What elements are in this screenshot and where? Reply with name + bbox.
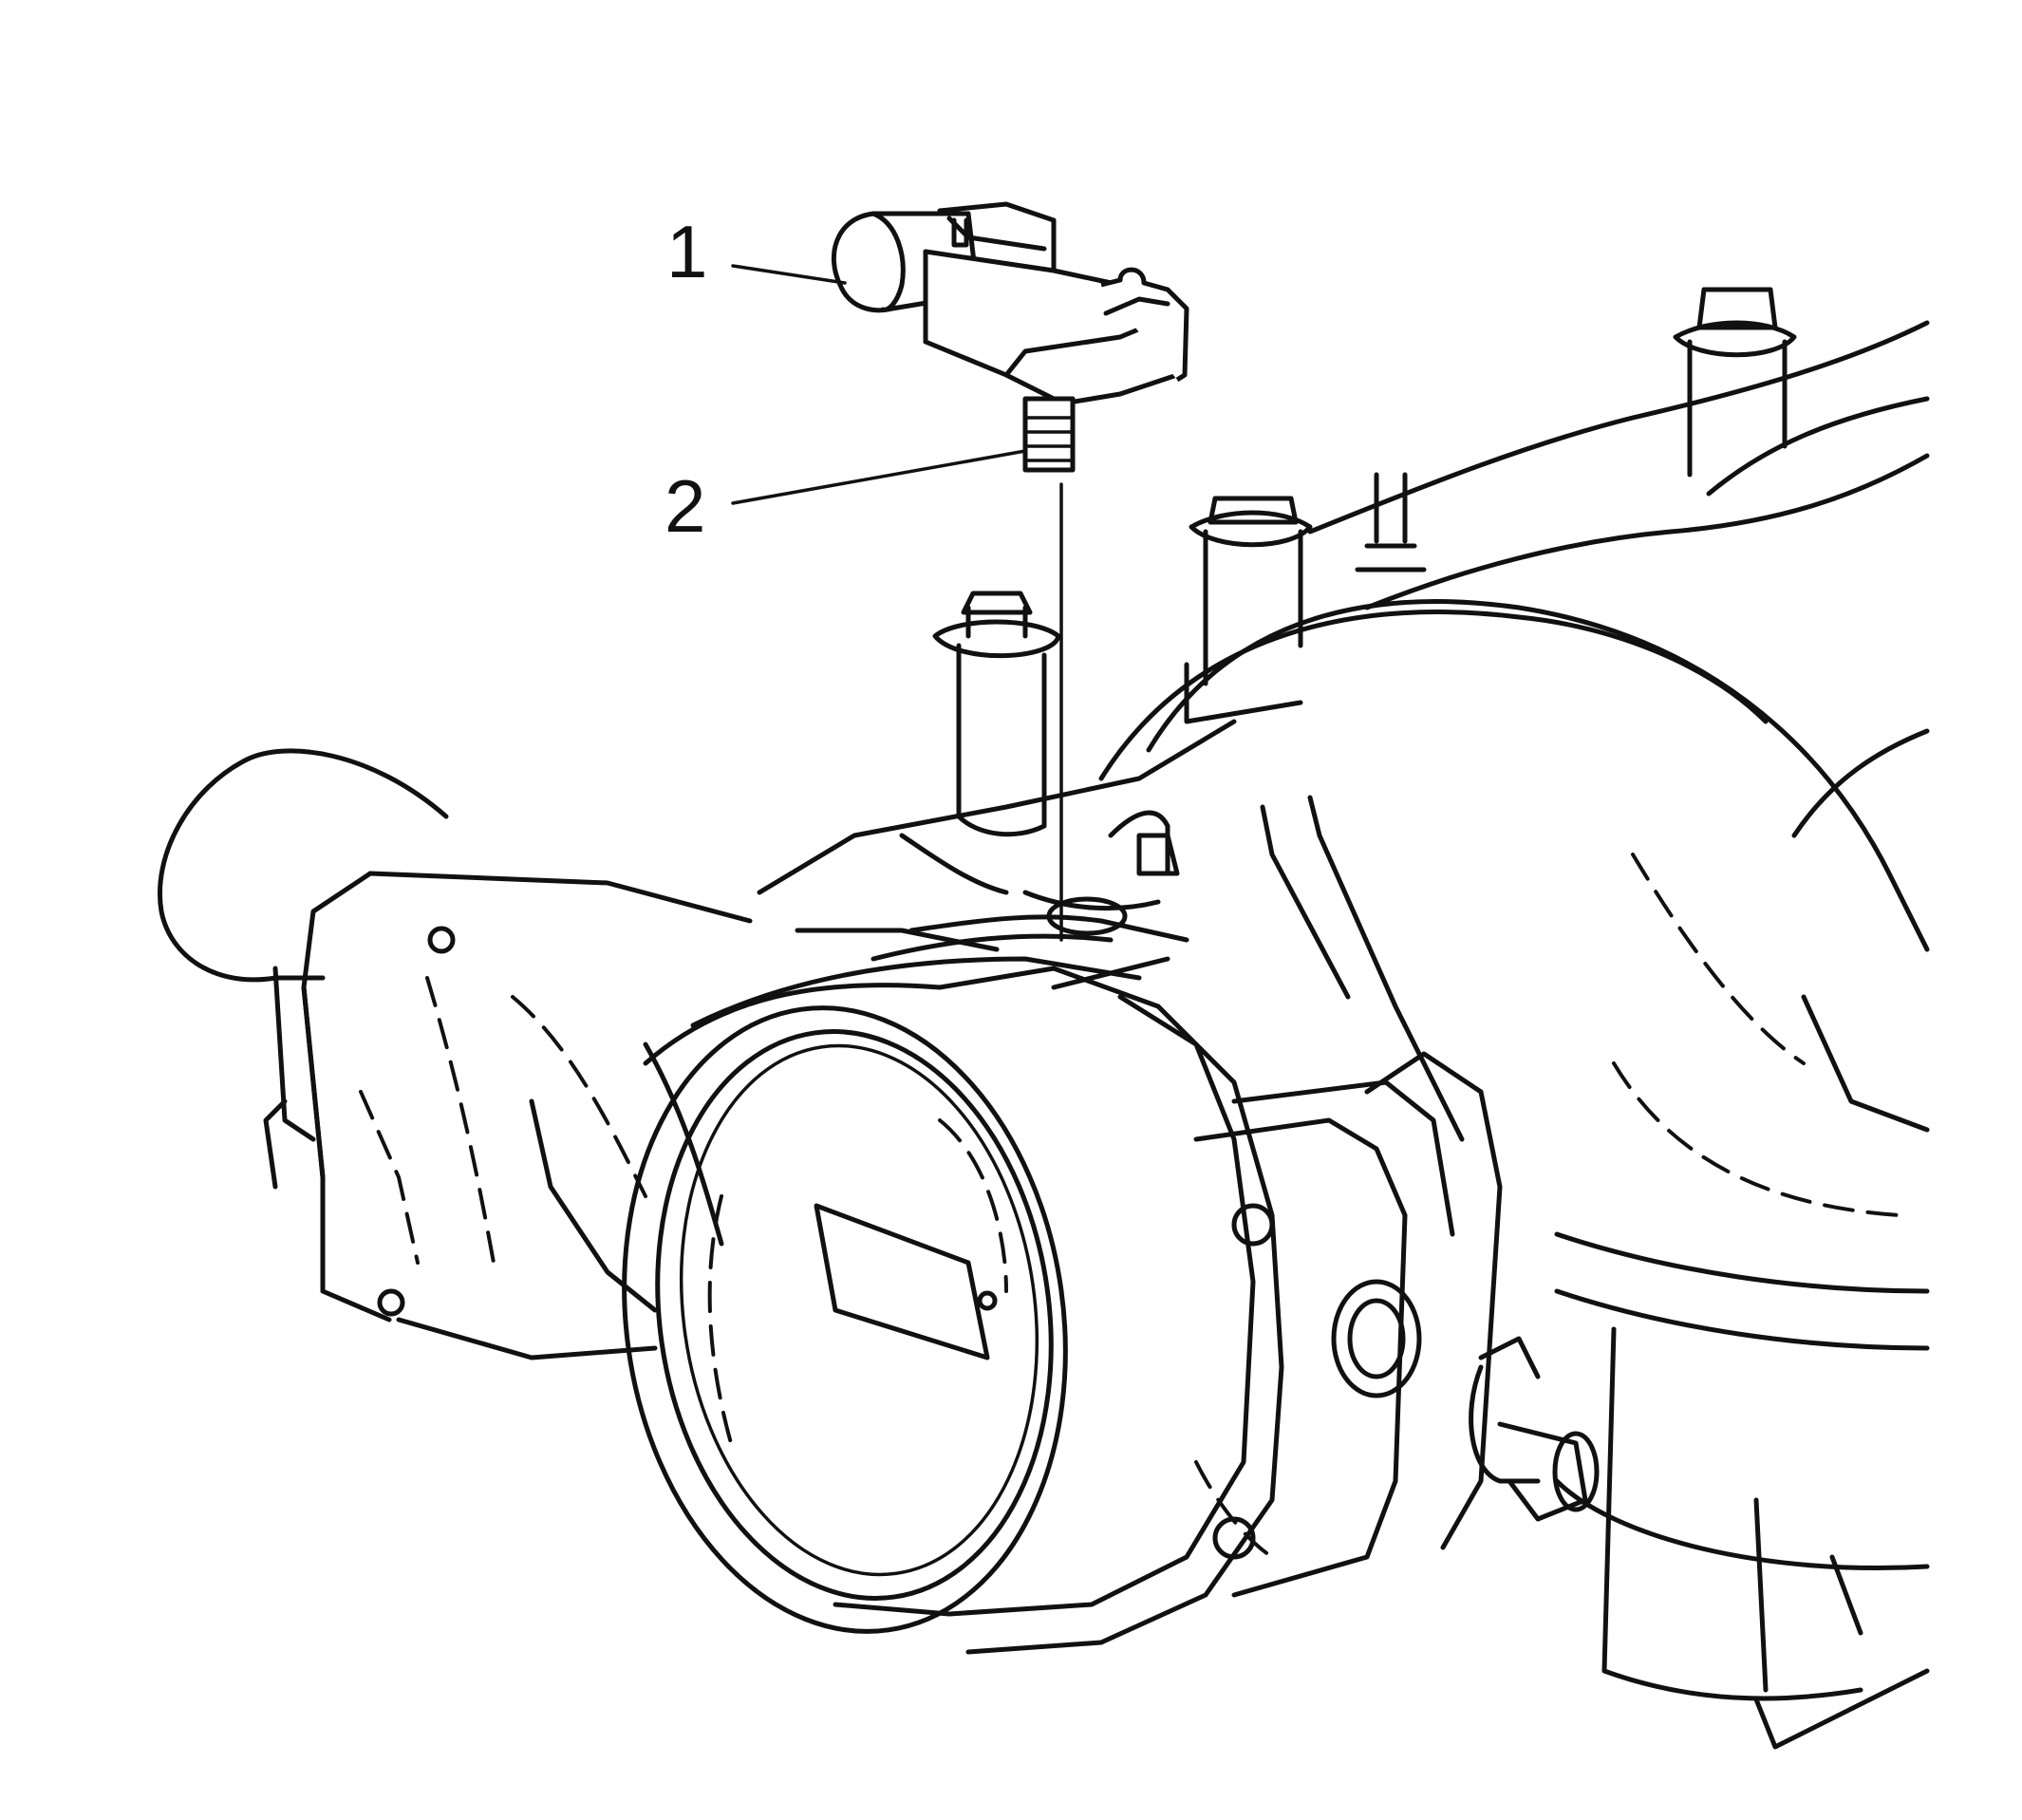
intake-manifold [1098,320,1930,1750]
throttle-actuator [158,748,753,1360]
callout-1-leader [731,264,847,285]
callout-1-label: 1 [666,210,707,293]
throttle-body [622,795,1600,1655]
manifold-base [757,719,1237,952]
callout-2-leader [731,449,1027,505]
map-sensor [831,201,1189,473]
callout-2-label: 2 [665,464,705,548]
manifold-studs [932,287,1797,837]
